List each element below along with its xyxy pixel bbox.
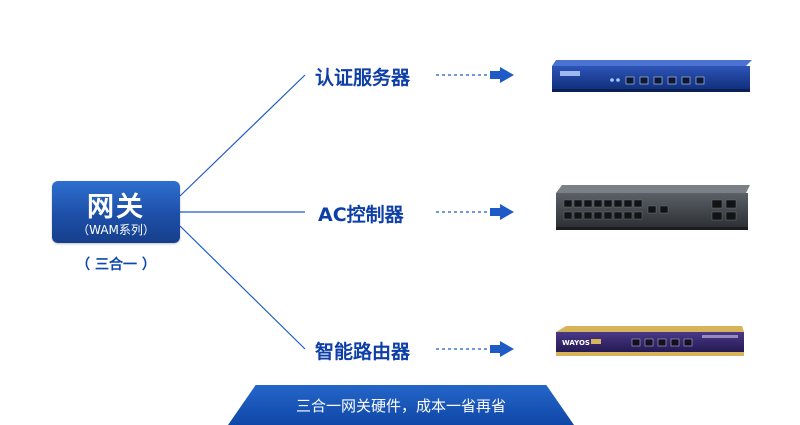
arrow-smart-router [436, 341, 514, 357]
line-to-smart-router [179, 225, 306, 350]
device-label-auth-server: 认证服务器 [315, 67, 411, 89]
connector-lines [179, 74, 306, 350]
arrows [436, 67, 514, 357]
gateway-note: （ 三合一 ） [76, 257, 156, 273]
gateway-box: 网关 （WAM系列） [52, 181, 180, 243]
bottom-banner: 三合一网关硬件，成本一省再省 [228, 385, 574, 425]
banner-text: 三合一网关硬件，成本一省再省 [295, 397, 506, 415]
gateway-title: 网关 [87, 192, 145, 223]
device-label-ac-controller: AC控制器 [318, 204, 404, 226]
arrow-ac-controller [436, 204, 514, 220]
gateway-subtitle: （WAM系列） [77, 223, 155, 237]
router-brand-logo: WAYOS [562, 339, 590, 347]
smart-router-device-icon: WAYOS [556, 326, 744, 356]
arrow-auth-server [436, 67, 514, 83]
device-label-smart-router: 智能路由器 [315, 341, 411, 363]
ac-controller-switch-icon [556, 185, 750, 230]
auth-server-device-icon [552, 60, 752, 92]
line-to-auth-server [179, 74, 306, 197]
